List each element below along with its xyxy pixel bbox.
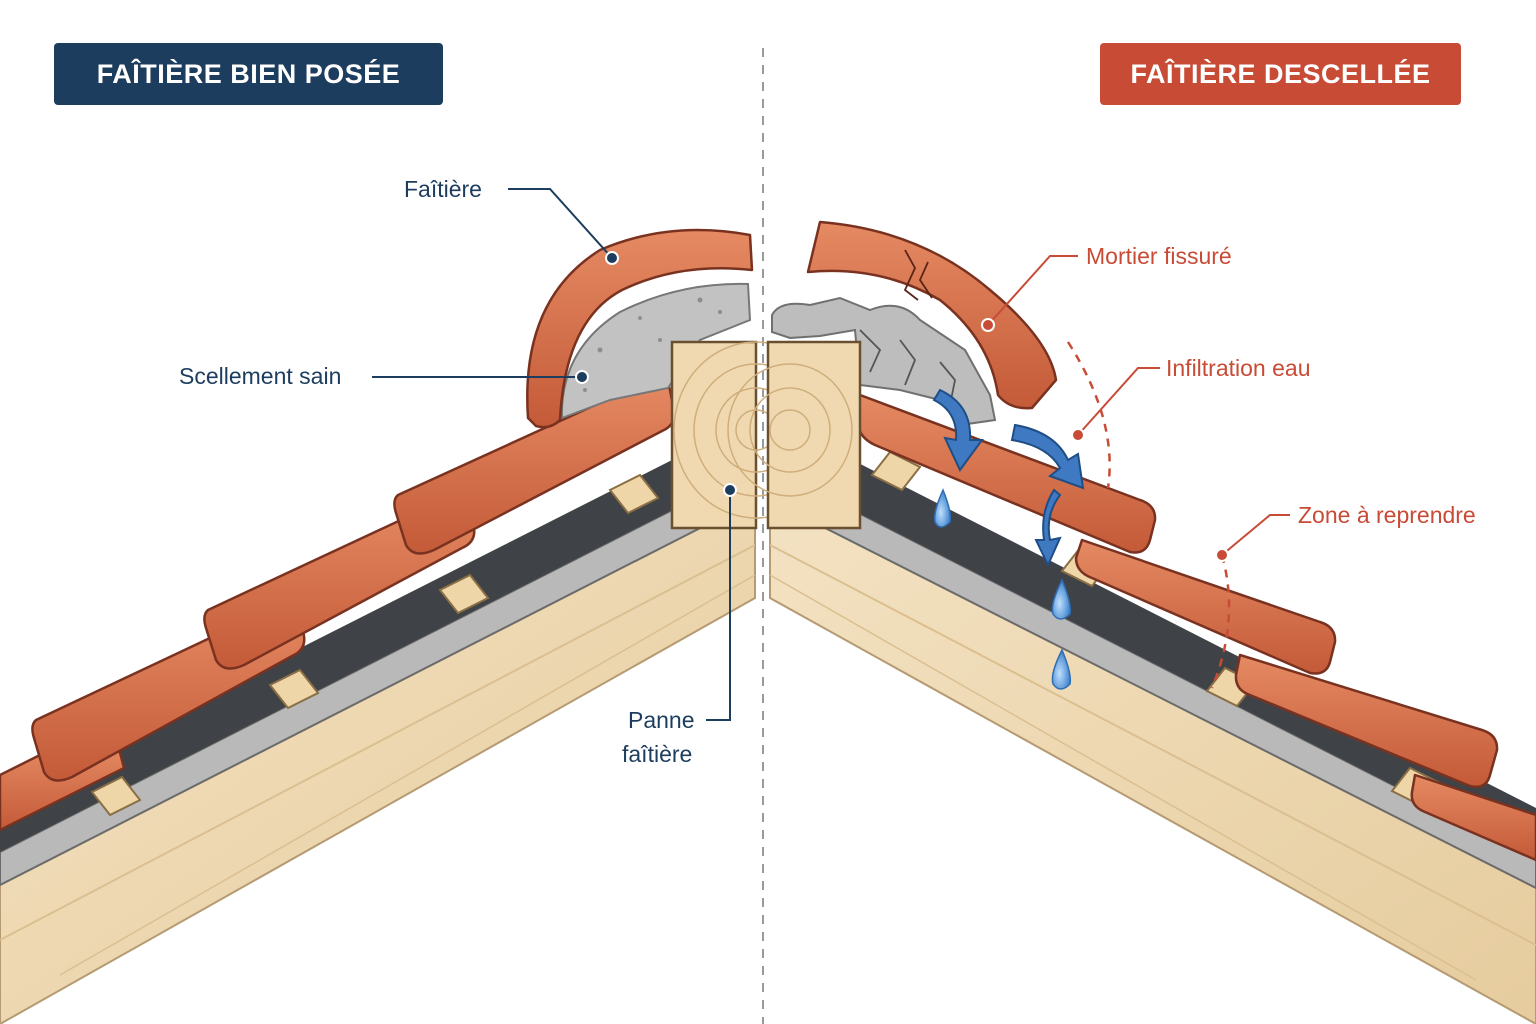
leader-mortier [987, 255, 1078, 326]
label-panne-line2: faîtière [622, 741, 693, 767]
label-faitiere: Faîtière [404, 176, 482, 202]
leader-infiltration [1077, 367, 1160, 436]
left-tiles [0, 377, 676, 832]
left-battens [90, 473, 660, 817]
left-ridge-beam [670, 340, 758, 530]
banner-bien-posee: FAÎTIÈRE BIEN POSÉE [54, 43, 443, 105]
left-ridge-tile [526, 228, 754, 429]
label-infiltration-eau: Infiltration eau [1166, 355, 1311, 381]
right-tiles [856, 393, 1536, 862]
label-panne-line1: Panne [628, 707, 695, 733]
zone-to-repair-arc [1066, 341, 1111, 489]
label-scellement-sain: Scellement sain [179, 363, 342, 389]
water-flow-arrows [932, 388, 1085, 568]
water-drops [933, 488, 1072, 690]
leader-zone [1221, 514, 1290, 556]
leader-dots [575, 251, 1229, 562]
right-displaced-ridge-tile [806, 220, 1058, 410]
left-mortar [560, 282, 752, 420]
right-cavity [770, 418, 1536, 858]
banner-descellee: FAÎTIÈRE DESCELLÉE [1100, 43, 1461, 105]
leader-faitiere [508, 188, 613, 259]
right-ridge-beam [766, 340, 862, 530]
leader-panne [706, 490, 731, 721]
left-cavity [0, 418, 755, 852]
leader-lines [372, 188, 1290, 721]
label-zone-a-reprendre: Zone à reprendre [1298, 502, 1476, 528]
label-mortier-fissure: Mortier fissuré [1086, 243, 1232, 269]
